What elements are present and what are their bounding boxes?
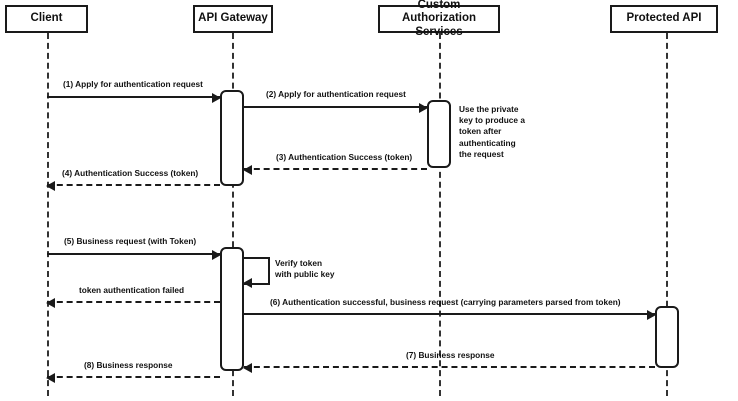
arrowhead-icon bbox=[212, 93, 221, 103]
activation-api-gateway-auth bbox=[220, 90, 244, 186]
message-arrow-4 bbox=[46, 181, 220, 191]
note-line-5: the request bbox=[459, 148, 504, 159]
message-label-5: (5) Business request (with Token) bbox=[64, 236, 197, 246]
message-label-2: (2) Apply for authentication request bbox=[266, 89, 406, 99]
note-line-3: token after bbox=[459, 126, 502, 137]
message-arrow-1 bbox=[47, 93, 221, 103]
message-label-7: (7) Business response bbox=[406, 350, 495, 360]
note-private-key: Use the private key to produce a token a… bbox=[459, 104, 534, 160]
arrowhead-icon bbox=[243, 278, 252, 288]
self-message-line-1: Verify token bbox=[275, 258, 323, 268]
message-arrow-7 bbox=[243, 363, 655, 373]
arrowhead-icon bbox=[647, 310, 656, 320]
self-message-label-verify-token: Verify token with public key bbox=[275, 258, 334, 280]
arrowhead-icon bbox=[46, 181, 55, 191]
arrowhead-icon bbox=[419, 103, 428, 113]
activation-api-gateway-business bbox=[220, 247, 244, 371]
arrowhead-icon bbox=[46, 298, 55, 308]
arrowhead-icon bbox=[212, 250, 221, 260]
lifeline-api-gateway bbox=[232, 33, 234, 396]
message-label-1: (1) Apply for authentication request bbox=[63, 79, 203, 89]
participant-api-gateway[interactable]: API Gateway bbox=[193, 5, 273, 33]
message-arrow-3 bbox=[243, 165, 427, 175]
message-arrow-2 bbox=[244, 103, 428, 113]
participant-label: Custom Authorization Services bbox=[401, 0, 477, 38]
arrowhead-icon bbox=[243, 165, 252, 175]
participant-label: Protected API bbox=[626, 12, 702, 25]
participant-label: API Gateway bbox=[198, 12, 268, 25]
self-message-line-2: with public key bbox=[275, 269, 335, 280]
note-line-2: key to produce a bbox=[459, 115, 525, 126]
participant-client[interactable]: Client bbox=[5, 5, 88, 33]
lifeline-protected-api bbox=[666, 33, 668, 396]
arrowhead-icon bbox=[46, 373, 55, 383]
arrowhead-icon bbox=[243, 363, 252, 373]
lifeline-client bbox=[47, 33, 49, 396]
message-label-4: (4) Authentication Success (token) bbox=[62, 168, 199, 178]
note-line-4: authenticating bbox=[459, 137, 516, 148]
message-arrow-6 bbox=[244, 310, 656, 320]
participant-protected-api[interactable]: Protected API bbox=[610, 5, 718, 33]
activation-auth-service bbox=[427, 100, 451, 168]
message-label-3: (3) Authentication Success (token) bbox=[276, 152, 413, 162]
message-label-8: (8) Business response bbox=[84, 360, 173, 370]
message-arrow-token-auth-failed bbox=[46, 298, 220, 308]
note-line-1: Use the private bbox=[459, 104, 519, 114]
activation-protected-api bbox=[655, 306, 679, 368]
participant-label: Client bbox=[30, 12, 63, 25]
participant-custom-authorization-services[interactable]: Custom Authorization Services bbox=[378, 0, 500, 38]
self-message-verify-token bbox=[243, 257, 270, 288]
message-label-6: (6) Authentication successful, business … bbox=[270, 297, 621, 307]
lifeline-custom-authorization-services bbox=[439, 33, 441, 396]
message-label-token-auth-failed: token authentication failed bbox=[79, 285, 185, 295]
message-arrow-8 bbox=[46, 373, 220, 383]
message-arrow-5 bbox=[47, 250, 221, 260]
